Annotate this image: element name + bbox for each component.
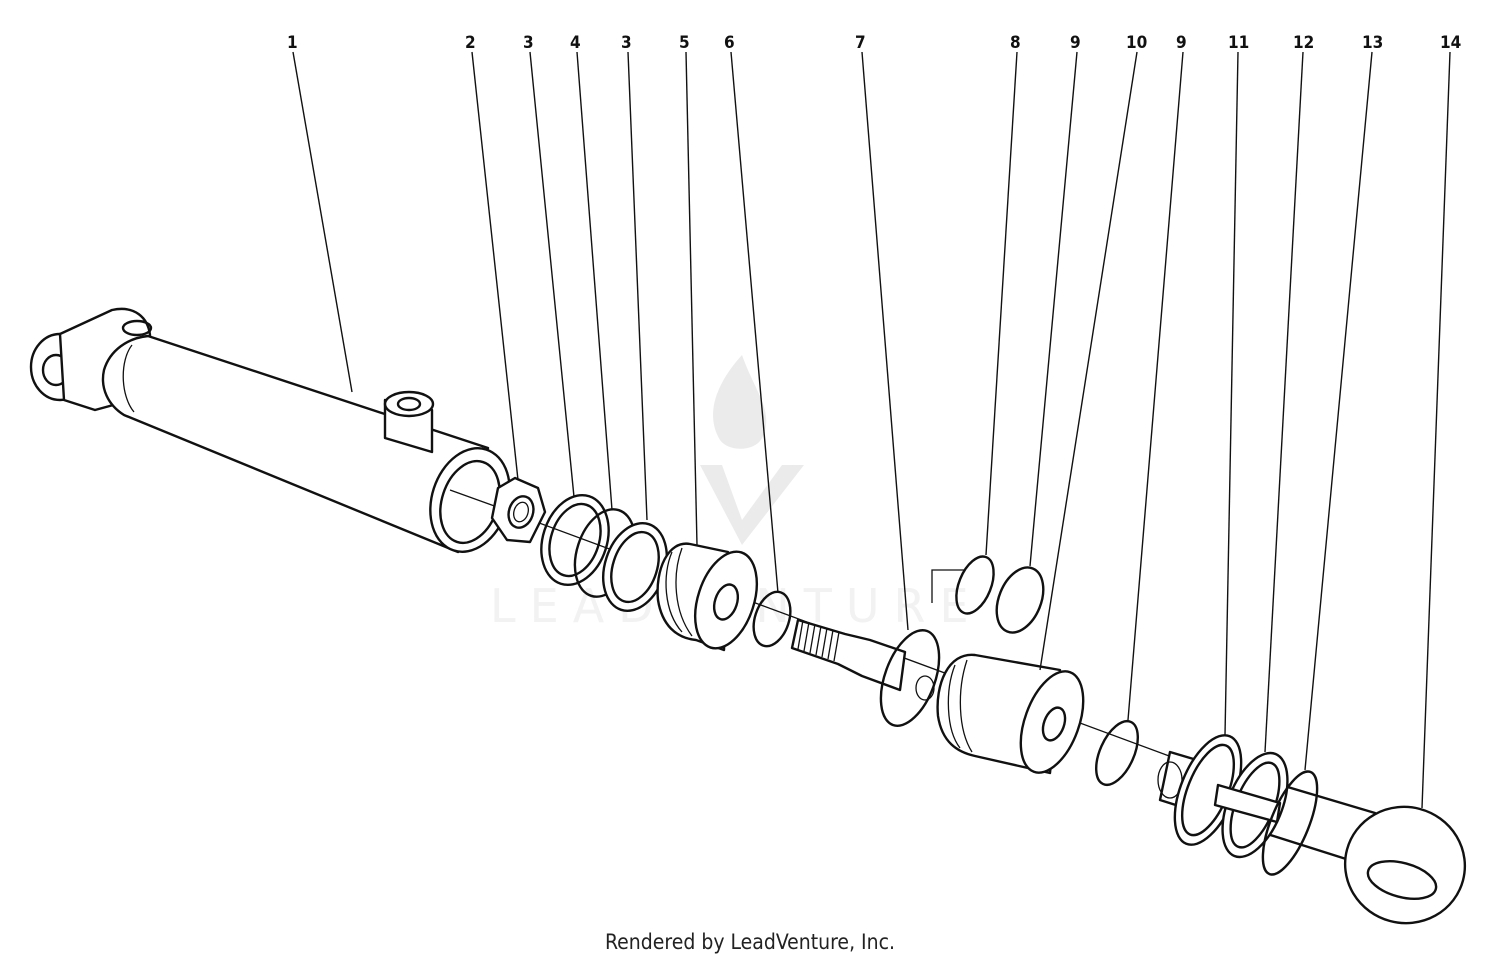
part-o-ring-upper [931, 555, 995, 615]
part-gland [656, 542, 758, 652]
callout-label: 13 [1362, 33, 1383, 53]
callout-label: 3 [621, 33, 632, 53]
callout-label: 6 [724, 33, 735, 53]
callout-label: 5 [679, 33, 690, 53]
callout-label: 1 [287, 33, 298, 53]
callout-label: 9 [1176, 33, 1187, 53]
part-rod-eye [1343, 805, 1467, 925]
callout-label: 11 [1228, 33, 1249, 53]
callout-leaders [292, 51, 1451, 809]
part-piston [936, 653, 1085, 775]
callout-label: 9 [1070, 33, 1081, 53]
part-cylinder-barrel [29, 307, 511, 554]
callout-label: 4 [570, 33, 581, 53]
part-rod-stud [790, 618, 941, 727]
part-backup-ring-upper [995, 566, 1045, 634]
part-rod-ring-12 [1213, 751, 1289, 859]
part-rod-ring-13 [1261, 770, 1319, 876]
callout-label: 3 [523, 33, 534, 53]
callout-numbers: 1 2 3 4 3 5 6 7 8 9 10 9 11 12 13 14 [287, 33, 1461, 53]
part-o-ring-small [752, 590, 792, 648]
callout-label: 7 [855, 33, 866, 53]
callout-label: 2 [465, 33, 476, 53]
callout-label: 12 [1293, 33, 1314, 53]
callout-label: 10 [1126, 33, 1147, 53]
footer-credit: Rendered by LeadVenture, Inc. [605, 930, 895, 954]
callout-label: 8 [1010, 33, 1021, 53]
part-seal-ring [1095, 719, 1139, 787]
part-washer-ring-a [540, 493, 610, 587]
callout-label: 14 [1440, 33, 1461, 53]
part-hex-nut [490, 476, 547, 544]
